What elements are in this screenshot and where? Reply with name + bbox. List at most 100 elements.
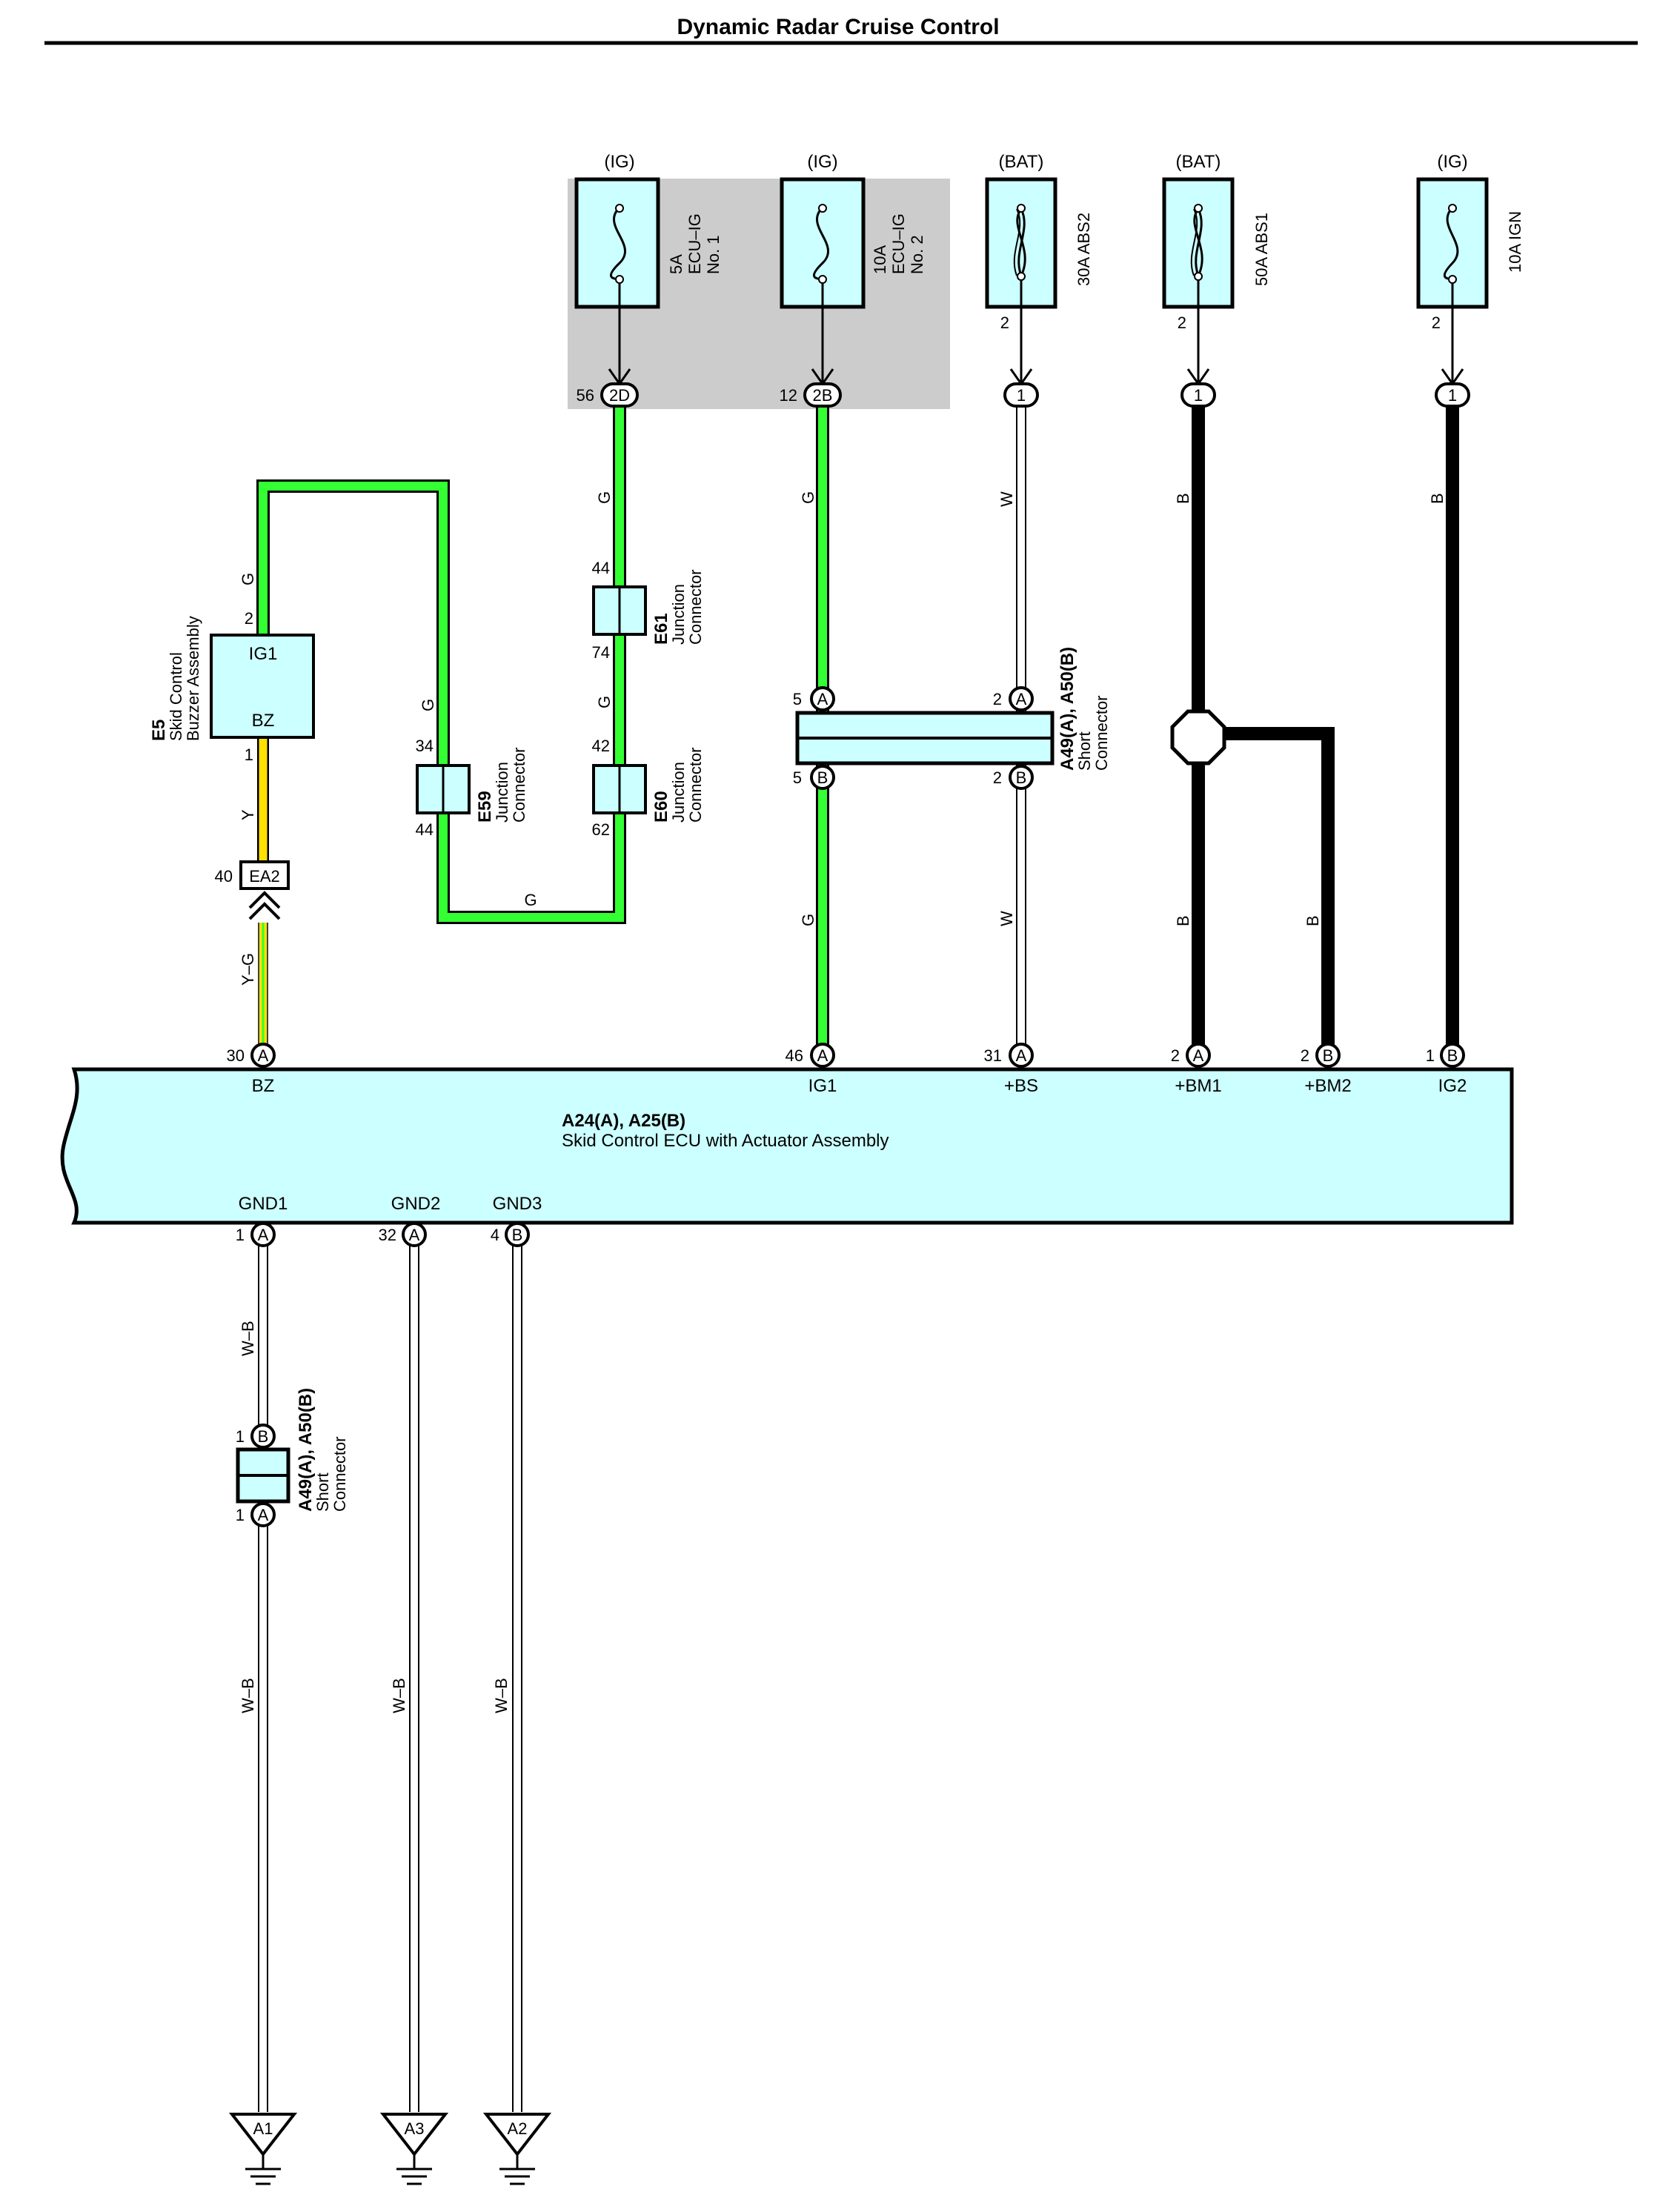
- svg-text:2: 2: [993, 690, 1002, 708]
- svg-text:IG2: IG2: [1438, 1076, 1467, 1096]
- buzzer-e5: IG1 BZ 2 1 E5 Skid Control Buzzer Assemb…: [149, 609, 315, 764]
- fuse-ecu-ig-no1: (IG) 5A ECU–IG No. 1: [574, 152, 723, 386]
- svg-text:A1: A1: [253, 2119, 273, 2138]
- svg-text:2: 2: [245, 609, 253, 628]
- svg-text:2: 2: [1000, 313, 1009, 332]
- svg-text:32: 32: [379, 1226, 396, 1244]
- svg-text:B: B: [1016, 768, 1027, 787]
- svg-text:2: 2: [993, 768, 1002, 787]
- svg-text:1: 1: [1017, 386, 1026, 405]
- svg-text:Connector: Connector: [510, 747, 528, 823]
- svg-text:+BS: +BS: [1004, 1076, 1038, 1096]
- connector-ign-out: 1: [1435, 382, 1470, 408]
- svg-text:W: W: [997, 911, 1016, 926]
- svg-text:A: A: [817, 1046, 828, 1065]
- svg-text:56: 56: [577, 386, 594, 405]
- svg-text:G: G: [595, 491, 614, 504]
- svg-text:(IG): (IG): [807, 152, 837, 172]
- svg-text:G: G: [799, 914, 817, 926]
- svg-text:Connector: Connector: [331, 1436, 349, 1512]
- junction-e60: 42 62 E60 Junction Connector: [592, 737, 705, 839]
- svg-text:Skid Control ECU with Actuator: Skid Control ECU with Actuator Assembly: [562, 1131, 889, 1151]
- svg-text:No. 1: No. 1: [704, 235, 723, 274]
- svg-text:30A ABS2: 30A ABS2: [1075, 213, 1093, 286]
- svg-text:2: 2: [1301, 1046, 1309, 1065]
- svg-text:2: 2: [1432, 313, 1441, 332]
- svg-text:50A ABS1: 50A ABS1: [1252, 213, 1271, 286]
- fuse-ecu-ig-no2: (IG) 10A ECU–IG No. 2: [780, 152, 926, 386]
- svg-text:B: B: [817, 768, 828, 787]
- connector-2b: 2B 12: [780, 382, 842, 408]
- svg-text:44: 44: [416, 820, 434, 839]
- svg-text:A24(A), A25(B): A24(A), A25(B): [562, 1111, 685, 1131]
- svg-text:A: A: [258, 1046, 269, 1065]
- svg-text:A: A: [817, 690, 828, 708]
- svg-text:A: A: [1016, 1046, 1027, 1065]
- svg-text:W–B: W–B: [239, 1321, 257, 1356]
- svg-text:1: 1: [1426, 1046, 1435, 1065]
- svg-text:74: 74: [592, 643, 610, 662]
- svg-text:Short: Short: [1075, 731, 1094, 771]
- svg-text:12: 12: [780, 386, 797, 405]
- ecu-terminal-ig1: A 46 IG1: [786, 1043, 837, 1096]
- svg-text:W–B: W–B: [239, 1678, 257, 1713]
- svg-text:Short: Short: [313, 1472, 332, 1512]
- ground-a1: A1: [228, 2113, 298, 2185]
- svg-text:B: B: [258, 1427, 269, 1446]
- svg-text:A2: A2: [508, 2119, 528, 2138]
- svg-text:A: A: [1016, 690, 1027, 708]
- svg-text:31: 31: [984, 1046, 1002, 1065]
- skid-control-ecu: A24(A), A25(B) Skid Control ECU with Act…: [60, 1067, 1514, 1225]
- svg-text:Junction: Junction: [493, 762, 511, 823]
- svg-text:1: 1: [236, 1226, 245, 1244]
- svg-text:Junction: Junction: [669, 762, 688, 823]
- svg-text:42: 42: [592, 737, 610, 755]
- svg-text:40: 40: [215, 867, 233, 886]
- svg-text:2: 2: [1171, 1046, 1180, 1065]
- svg-text:EA2: EA2: [249, 867, 280, 886]
- connector-abs1-out: 1: [1180, 382, 1216, 408]
- fuse-abs2: (BAT) 2 30A ABS2: [985, 152, 1093, 386]
- svg-text:Connector: Connector: [686, 569, 705, 645]
- ecu-terminal-bm2: B 2 +BM2: [1301, 1043, 1352, 1096]
- ground-wires: [258, 1243, 522, 2112]
- svg-text:Connector: Connector: [686, 747, 705, 823]
- svg-text:2: 2: [1178, 313, 1186, 332]
- svg-text:+BM1: +BM1: [1175, 1076, 1221, 1096]
- svg-text:G: G: [419, 699, 437, 711]
- fuse-abs1: (BAT) 2 50A ABS1: [1162, 152, 1271, 386]
- svg-text:Connector: Connector: [1092, 695, 1111, 771]
- svg-text:A49(A), A50(B): A49(A), A50(B): [296, 1388, 316, 1512]
- svg-text:BZ: BZ: [252, 711, 275, 731]
- svg-text:W: W: [997, 491, 1016, 507]
- svg-text:G: G: [524, 891, 537, 909]
- svg-text:1: 1: [236, 1427, 245, 1446]
- svg-text:10A: 10A: [871, 245, 889, 274]
- svg-text:10A IGN: 10A IGN: [1506, 211, 1524, 273]
- svg-text:1: 1: [1194, 386, 1203, 405]
- svg-text:B: B: [1447, 1046, 1458, 1065]
- svg-text:46: 46: [786, 1046, 803, 1065]
- svg-text:W–B: W–B: [492, 1678, 511, 1713]
- svg-text:5A: 5A: [667, 254, 685, 274]
- ground-a2: A2: [482, 2113, 552, 2185]
- svg-text:Junction: Junction: [669, 584, 688, 645]
- svg-text:30: 30: [227, 1046, 245, 1065]
- svg-text:No. 2: No. 2: [908, 235, 926, 274]
- svg-text:E60: E60: [651, 791, 671, 823]
- svg-text:+BM2: +BM2: [1304, 1076, 1351, 1096]
- ecu-terminal-gnd2: GND2 A 32: [379, 1194, 440, 1247]
- page-title: Dynamic Radar Cruise Control: [677, 15, 999, 39]
- svg-text:B: B: [1174, 493, 1192, 504]
- svg-text:G: G: [239, 573, 257, 585]
- svg-text:B: B: [512, 1226, 523, 1244]
- svg-text:A: A: [258, 1226, 269, 1244]
- svg-text:5: 5: [793, 768, 802, 787]
- fuse1-supply: (IG): [604, 152, 634, 172]
- connector-2d: 2D 56: [577, 382, 639, 408]
- svg-text:Buzzer Assembly: Buzzer Assembly: [184, 616, 202, 741]
- ecu-terminal-gnd1: GND1 A 1: [236, 1194, 288, 1247]
- connector-abs2-out: 1: [1003, 382, 1039, 408]
- svg-text:34: 34: [416, 737, 434, 755]
- svg-text:2D: 2D: [609, 386, 630, 405]
